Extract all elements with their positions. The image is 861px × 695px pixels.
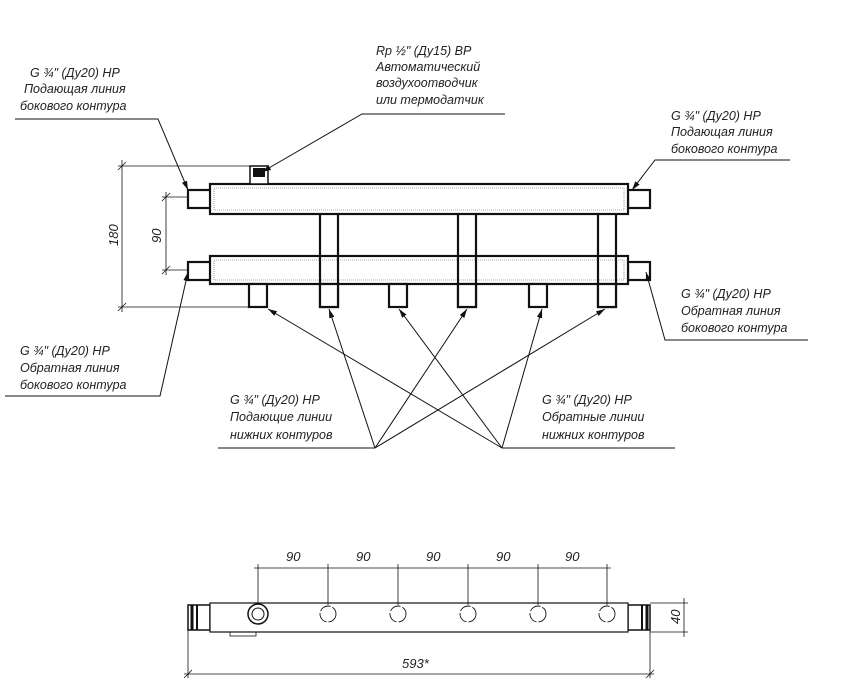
outlet-hole bbox=[529, 605, 547, 623]
svg-text:нижних контуров: нижних контуров bbox=[542, 428, 645, 442]
svg-text:G ¾" (Ду20) НР: G ¾" (Ду20) НР bbox=[681, 287, 771, 301]
label-return-lower-circuits: G ¾" (Ду20) НР Обратные линии нижних кон… bbox=[542, 393, 645, 442]
dimension-outlet-spacing: 90 90 90 90 90 bbox=[254, 549, 611, 605]
header-plan bbox=[209, 602, 629, 633]
upper-header-pipe bbox=[208, 182, 630, 216]
lower-left-nipple bbox=[186, 260, 214, 282]
outlet-5 bbox=[527, 282, 549, 309]
dimension-593: 593* bbox=[183, 630, 655, 679]
svg-text:90: 90 bbox=[149, 228, 164, 243]
svg-text:G ¾" (Ду20) НР: G ¾" (Ду20) НР bbox=[20, 344, 110, 358]
svg-text:90: 90 bbox=[356, 549, 371, 564]
svg-text:бокового контура: бокового контура bbox=[20, 378, 127, 392]
svg-text:180: 180 bbox=[106, 224, 121, 246]
svg-text:Подающая линия: Подающая линия bbox=[24, 82, 126, 96]
svg-text:бокового контура: бокового контура bbox=[671, 142, 778, 156]
svg-text:593*: 593* bbox=[402, 656, 430, 671]
dimension-180: 180 bbox=[106, 160, 250, 312]
svg-text:90: 90 bbox=[496, 549, 511, 564]
svg-text:воздухоотводчик: воздухоотводчик bbox=[376, 76, 479, 90]
outlet-6 bbox=[596, 282, 618, 309]
front-view: 180 90 G ¾" (Ду20) НР Подающая линия бо bbox=[5, 44, 808, 449]
svg-text:90: 90 bbox=[565, 549, 580, 564]
outlet-hole bbox=[389, 605, 407, 623]
label-air-vent: Rp ½" (Ду15) ВР Автоматический воздухоот… bbox=[375, 44, 485, 107]
svg-text:Обратная линия: Обратная линия bbox=[20, 361, 120, 375]
svg-text:G ¾" (Ду20) НР: G ¾" (Ду20) НР bbox=[30, 66, 120, 80]
outlet-4 bbox=[456, 282, 478, 309]
outlet-hole bbox=[459, 605, 477, 623]
outlet-1 bbox=[247, 282, 269, 309]
svg-text:G ¾" (Ду20) НР: G ¾" (Ду20) НР bbox=[671, 109, 761, 123]
outlet-hole bbox=[319, 605, 337, 623]
svg-text:Rp ½" (Ду15) ВР: Rp ½" (Ду15) ВР bbox=[376, 44, 472, 58]
svg-text:нижних контуров: нижних контуров bbox=[230, 428, 333, 442]
svg-text:бокового контура: бокового контура bbox=[20, 99, 127, 113]
svg-text:Автоматический: Автоматический bbox=[375, 60, 480, 74]
svg-text:бокового контура: бокового контура bbox=[681, 321, 788, 335]
upper-right-nipple bbox=[626, 188, 652, 210]
svg-text:40: 40 bbox=[668, 609, 683, 624]
dimension-40: 40 bbox=[650, 598, 688, 637]
label-supply-lower-circuits: G ¾" (Ду20) НР Подающие линии нижних кон… bbox=[230, 393, 333, 442]
svg-text:Подающая линия: Подающая линия bbox=[671, 125, 773, 139]
outlet-2 bbox=[318, 282, 340, 309]
svg-text:90: 90 bbox=[426, 549, 441, 564]
label-bottom-right: G ¾" (Ду20) НР Обратная линия бокового к… bbox=[681, 287, 788, 335]
label-bottom-left: G ¾" (Ду20) НР Обратная линия бокового к… bbox=[20, 344, 127, 392]
upper-left-nipple bbox=[186, 188, 214, 210]
svg-text:90: 90 bbox=[286, 549, 301, 564]
svg-text:G ¾" (Ду20) НР: G ¾" (Ду20) НР bbox=[542, 393, 632, 407]
outlet-3 bbox=[387, 282, 409, 309]
outlet-hole bbox=[598, 605, 616, 623]
svg-text:Подающие линии: Подающие линии bbox=[230, 410, 332, 424]
label-top-right: G ¾" (Ду20) НР Подающая линия бокового к… bbox=[671, 109, 778, 156]
dimension-90: 90 bbox=[149, 192, 188, 275]
svg-text:G ¾" (Ду20) НР: G ¾" (Ду20) НР bbox=[230, 393, 320, 407]
svg-text:Обратные линии: Обратные линии bbox=[542, 410, 644, 424]
svg-text:Обратная линия: Обратная линия bbox=[681, 304, 781, 318]
plan-view: 90 90 90 90 90 40 593* bbox=[183, 549, 688, 679]
svg-text:или термодатчик: или термодатчик bbox=[376, 93, 485, 107]
lower-header-pipe bbox=[208, 254, 630, 286]
label-top-left: G ¾" (Ду20) НР Подающая линия бокового к… bbox=[20, 66, 127, 113]
lower-right-nipple bbox=[626, 260, 652, 282]
